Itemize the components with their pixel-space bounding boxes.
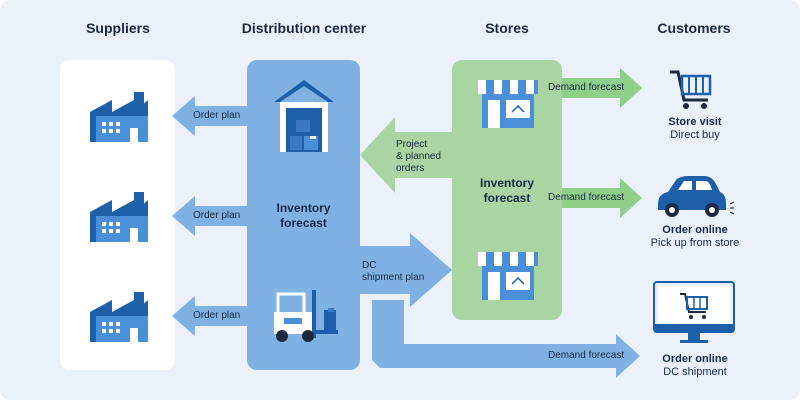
warehouse-icon (274, 80, 334, 152)
customer-subtitle-direct-buy: Direct buy (670, 129, 720, 141)
demand-forecast-arrow-3 (372, 300, 640, 378)
demand-forecast-arrow-2 (562, 178, 642, 218)
customer-title-order-online-dc: Order online (662, 353, 728, 365)
customer-subtitle-pick-up: Pick up from store (650, 237, 740, 249)
column-heading-suppliers: Suppliers (86, 20, 150, 36)
dc-panel (247, 60, 360, 370)
planned-orders-line-3: orders (396, 163, 425, 174)
dc-shipment-arrow (360, 233, 452, 307)
car-icon (658, 176, 735, 217)
order-plan-label: Order plan (193, 210, 241, 221)
planned-orders-line-1: Project (396, 139, 428, 150)
order-plan-arrow-3 (172, 296, 247, 336)
planned-orders-line-2: & planned (396, 151, 442, 162)
factory-icon (90, 192, 148, 242)
dc-inventory-forecast: Inventory forecast (247, 201, 360, 231)
order-plan-label: Order plan (193, 110, 241, 121)
planned-orders-label: Project & planned orders (396, 139, 441, 175)
planned-orders-arrow (360, 117, 452, 193)
demand-forecast-label: Demand forecast (548, 192, 625, 203)
demand-forecast-label: Demand forecast (548, 350, 625, 361)
order-plan-arrow-1 (172, 96, 247, 136)
forklift-icon (274, 290, 338, 342)
column-heading-customers: Customers (657, 20, 731, 36)
dc-shipment-line-2: shipment plan (362, 272, 425, 283)
demand-forecast-label: Demand forecast (548, 82, 625, 93)
store-inventory-forecast: Inventory forecast (452, 176, 562, 206)
factory-icon (90, 92, 148, 142)
store-icon (478, 252, 538, 300)
demand-forecast-arrow-1 (562, 68, 642, 108)
customer-title-order-online-pickup: Order online (662, 224, 728, 236)
dc-inventory-forecast-line-2: forecast (280, 216, 327, 230)
store-inventory-forecast-line-2: forecast (483, 191, 531, 205)
dc-shipment-label: DC shipment plan (362, 260, 424, 284)
dc-shipment-line-1: DC (362, 260, 377, 271)
factory-icon (90, 292, 148, 342)
customer-subtitle-dc-shipment: DC shipment (663, 366, 727, 378)
store-inventory-forecast-line-1: Inventory (479, 176, 534, 190)
monitor-cart-icon (653, 281, 735, 343)
column-heading-stores: Stores (485, 20, 529, 36)
store-icon (478, 80, 538, 128)
customer-title-store-visit: Store visit (668, 116, 722, 128)
column-heading-distribution-center: Distribution center (241, 20, 367, 36)
dc-inventory-forecast-line-1: Inventory (276, 201, 331, 215)
order-plan-arrow-2 (172, 196, 247, 236)
shopping-cart-icon (670, 70, 712, 109)
order-plan-label: Order plan (193, 310, 241, 321)
